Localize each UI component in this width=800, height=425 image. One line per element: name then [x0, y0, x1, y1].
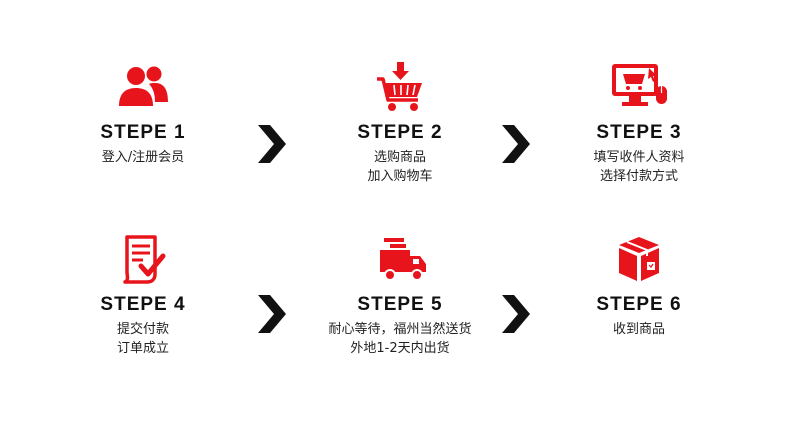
step-title: STEPE 4	[100, 294, 186, 315]
step-title: STEPE 2	[357, 122, 443, 143]
step-description: 登入/注册会员	[43, 148, 243, 167]
computer-cart-icon	[609, 62, 669, 114]
step-description-line: 耐心等待，福州当然送货	[328, 322, 472, 337]
chevron-right-icon	[502, 295, 530, 333]
delivery-truck-icon	[370, 234, 430, 286]
cart-icon	[370, 62, 430, 114]
step-description: 填写收件人资料 选择付款方式	[539, 148, 739, 186]
chevron-right-icon	[502, 125, 530, 163]
step-description: 选购商品 加入购物车	[300, 148, 500, 186]
package-box-icon	[609, 234, 669, 286]
step-title: STEPE 3	[596, 122, 682, 143]
step-description-line: 选购商品	[373, 150, 426, 165]
step-description-line: 加入购物车	[367, 169, 433, 184]
chevron-right-icon	[258, 125, 286, 163]
step-title: STEPE 5	[357, 294, 443, 315]
step-3: STEPE 3 填写收件人资料 选择付款方式	[539, 62, 739, 186]
step-4: STEPE 4 提交付款 订单成立	[43, 234, 243, 358]
step-description-line: 选择付款方式	[599, 169, 678, 184]
step-title: STEPE 1	[100, 122, 186, 143]
users-icon	[113, 62, 173, 114]
step-description: 耐心等待，福州当然送货 外地1-2天内出货	[300, 320, 500, 358]
step-description-line: 登入/注册会员	[101, 150, 185, 165]
step-description: 收到商品	[539, 320, 739, 339]
step-description-line: 订单成立	[116, 341, 169, 356]
step-6: STEPE 6 收到商品	[539, 234, 739, 339]
step-description-line: 收到商品	[612, 322, 665, 337]
step-description-line: 外地1-2天内出货	[350, 341, 450, 356]
step-description-line: 提交付款	[116, 322, 169, 337]
step-description-line: 填写收件人资料	[593, 150, 685, 165]
step-2: STEPE 2 选购商品 加入购物车	[300, 62, 500, 186]
step-title: STEPE 6	[596, 294, 682, 315]
step-5: STEPE 5 耐心等待，福州当然送货 外地1-2天内出货	[300, 234, 500, 358]
chevron-right-icon	[258, 295, 286, 333]
step-1: STEPE 1 登入/注册会员	[43, 62, 243, 167]
document-check-icon	[113, 234, 173, 286]
step-description: 提交付款 订单成立	[43, 320, 243, 358]
